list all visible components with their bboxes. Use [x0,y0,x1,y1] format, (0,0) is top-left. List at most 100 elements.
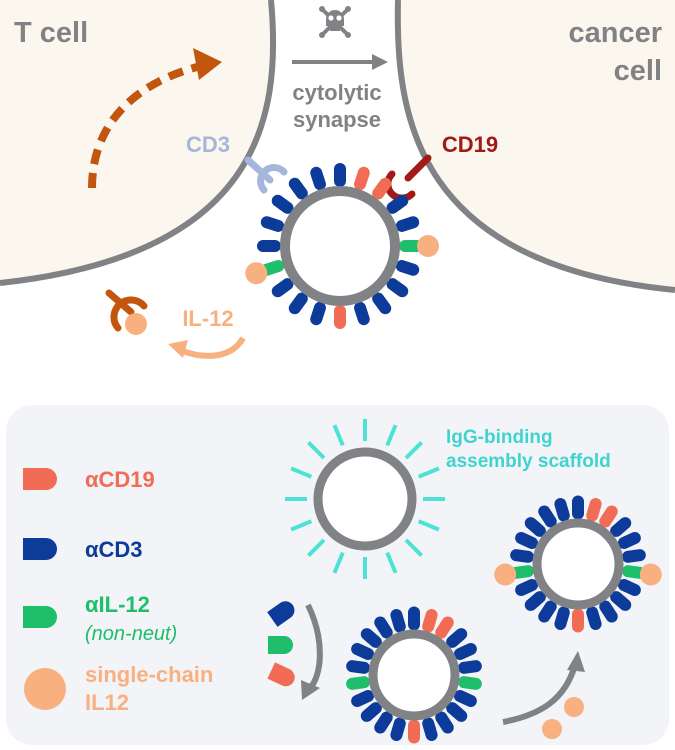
particle-antibody [617,532,641,549]
particle-antibody [422,609,438,633]
particle-antibody [538,600,557,623]
particle-antibody [621,549,646,563]
cd3-label: CD3 [186,132,230,157]
il12-bound-to-receptor [125,313,147,335]
free-il12 [542,719,562,739]
final-particle [494,495,662,633]
cancer-cell-membrane [394,0,675,293]
cd19-label: CD19 [442,132,498,157]
particle-antibody [374,711,393,734]
scaffold-spike [385,424,398,447]
particle-antibody [310,301,326,326]
particle-antibody [288,292,308,315]
legend-single-chain-il12-swatch [24,668,66,710]
particle-antibody [351,643,375,660]
particle-antibody [435,616,454,639]
free-anti-il12 [268,636,293,654]
particle-il12 [639,563,662,586]
legend-anti-cd3-swatch [23,538,57,560]
particle-antibody [271,194,294,214]
legend-anti-il12-note: (non-neut) [85,623,177,645]
legend-anti-cd19-label: αCD19 [85,467,155,492]
particle-antibody [288,177,308,200]
particle-antibody [610,517,632,537]
legend-anti-cd3-label: αCD3 [85,537,143,562]
particle-antibody [310,166,326,191]
il12-release-arrow [178,336,246,359]
particle-antibody [372,292,392,315]
particle-antibody [351,690,375,707]
particle-antibody [334,305,346,329]
scaffold-spike [385,551,398,574]
scaffold-label-line1: IgG-binding [446,427,553,448]
particle-antibody [453,643,477,660]
cd19-receptor-cup [384,170,416,202]
skull-crossbones-icon [319,6,351,38]
particle-antibody [399,240,423,252]
particle-antibody [515,579,539,596]
release-arrow [502,664,578,725]
il12-receptor-cup [110,296,148,332]
particle-antibody [354,301,370,326]
particle-core [368,629,460,721]
particle-antibody [346,660,371,674]
cancer-cell-label-line1: cancer [568,17,662,49]
t-cell-membrane [0,0,277,286]
particle-antibody [374,616,393,639]
cd3-receptor-stalk [244,156,274,184]
il12-release-arrow-head [168,340,188,358]
bare-scaffold [285,419,445,579]
free-il12 [564,697,584,717]
particle-antibody [390,717,406,741]
particle-core [280,186,400,306]
particle-antibody [260,216,285,232]
scaffold-spike [404,538,424,558]
scaffold-spike [332,424,345,447]
particle-antibody [372,177,392,200]
particle-antibody [572,495,584,520]
release-arrow-head [567,651,585,672]
particle-antibody [617,579,641,596]
particle-il12 [494,563,517,586]
particle-antibody [354,166,370,191]
particle-antibody [386,278,409,298]
cd3-receptor-cup [257,164,288,194]
particle-il12 [245,262,268,285]
particle-antibody [422,717,438,741]
particle-antibody [538,505,557,528]
loading-arrow-head [301,680,320,700]
particle-antibody [457,660,482,674]
scaffold-spike [417,466,440,479]
particle-antibody [599,600,618,623]
particle-antibody [524,517,546,537]
particle-antibody [524,591,546,611]
particle-antibody [395,260,420,276]
legend-anti-il12-swatch [23,606,57,628]
free-anti-cd3 [267,601,295,627]
particle-il12 [417,235,439,257]
synapse-label-line2: synapse [293,107,381,132]
scaffold-spike [306,538,326,558]
particle-antibody [554,606,570,630]
top-particle [245,163,439,329]
scaffold-spike [306,440,326,460]
particle-antibody [586,498,602,522]
particle-antibody [408,606,420,631]
cd19-receptor-stalk [404,154,432,182]
scaffold-spike [290,466,313,479]
particle-antibody [408,719,420,744]
particle-antibody [435,711,454,734]
particle-antibody [586,606,602,630]
t-cell-label: T cell [14,17,88,49]
particle-antibody [395,216,420,232]
particle-antibody [572,608,584,633]
particle-antibody [446,628,468,648]
particle-antibody [554,498,570,522]
particle-core [532,518,624,610]
legend-anti-cd19-swatch [23,468,57,490]
particle-antibody [453,690,477,707]
particle-antibody [386,194,409,214]
particle-antibody [360,702,382,722]
legend-single-chain-label-line2: IL12 [85,690,129,715]
